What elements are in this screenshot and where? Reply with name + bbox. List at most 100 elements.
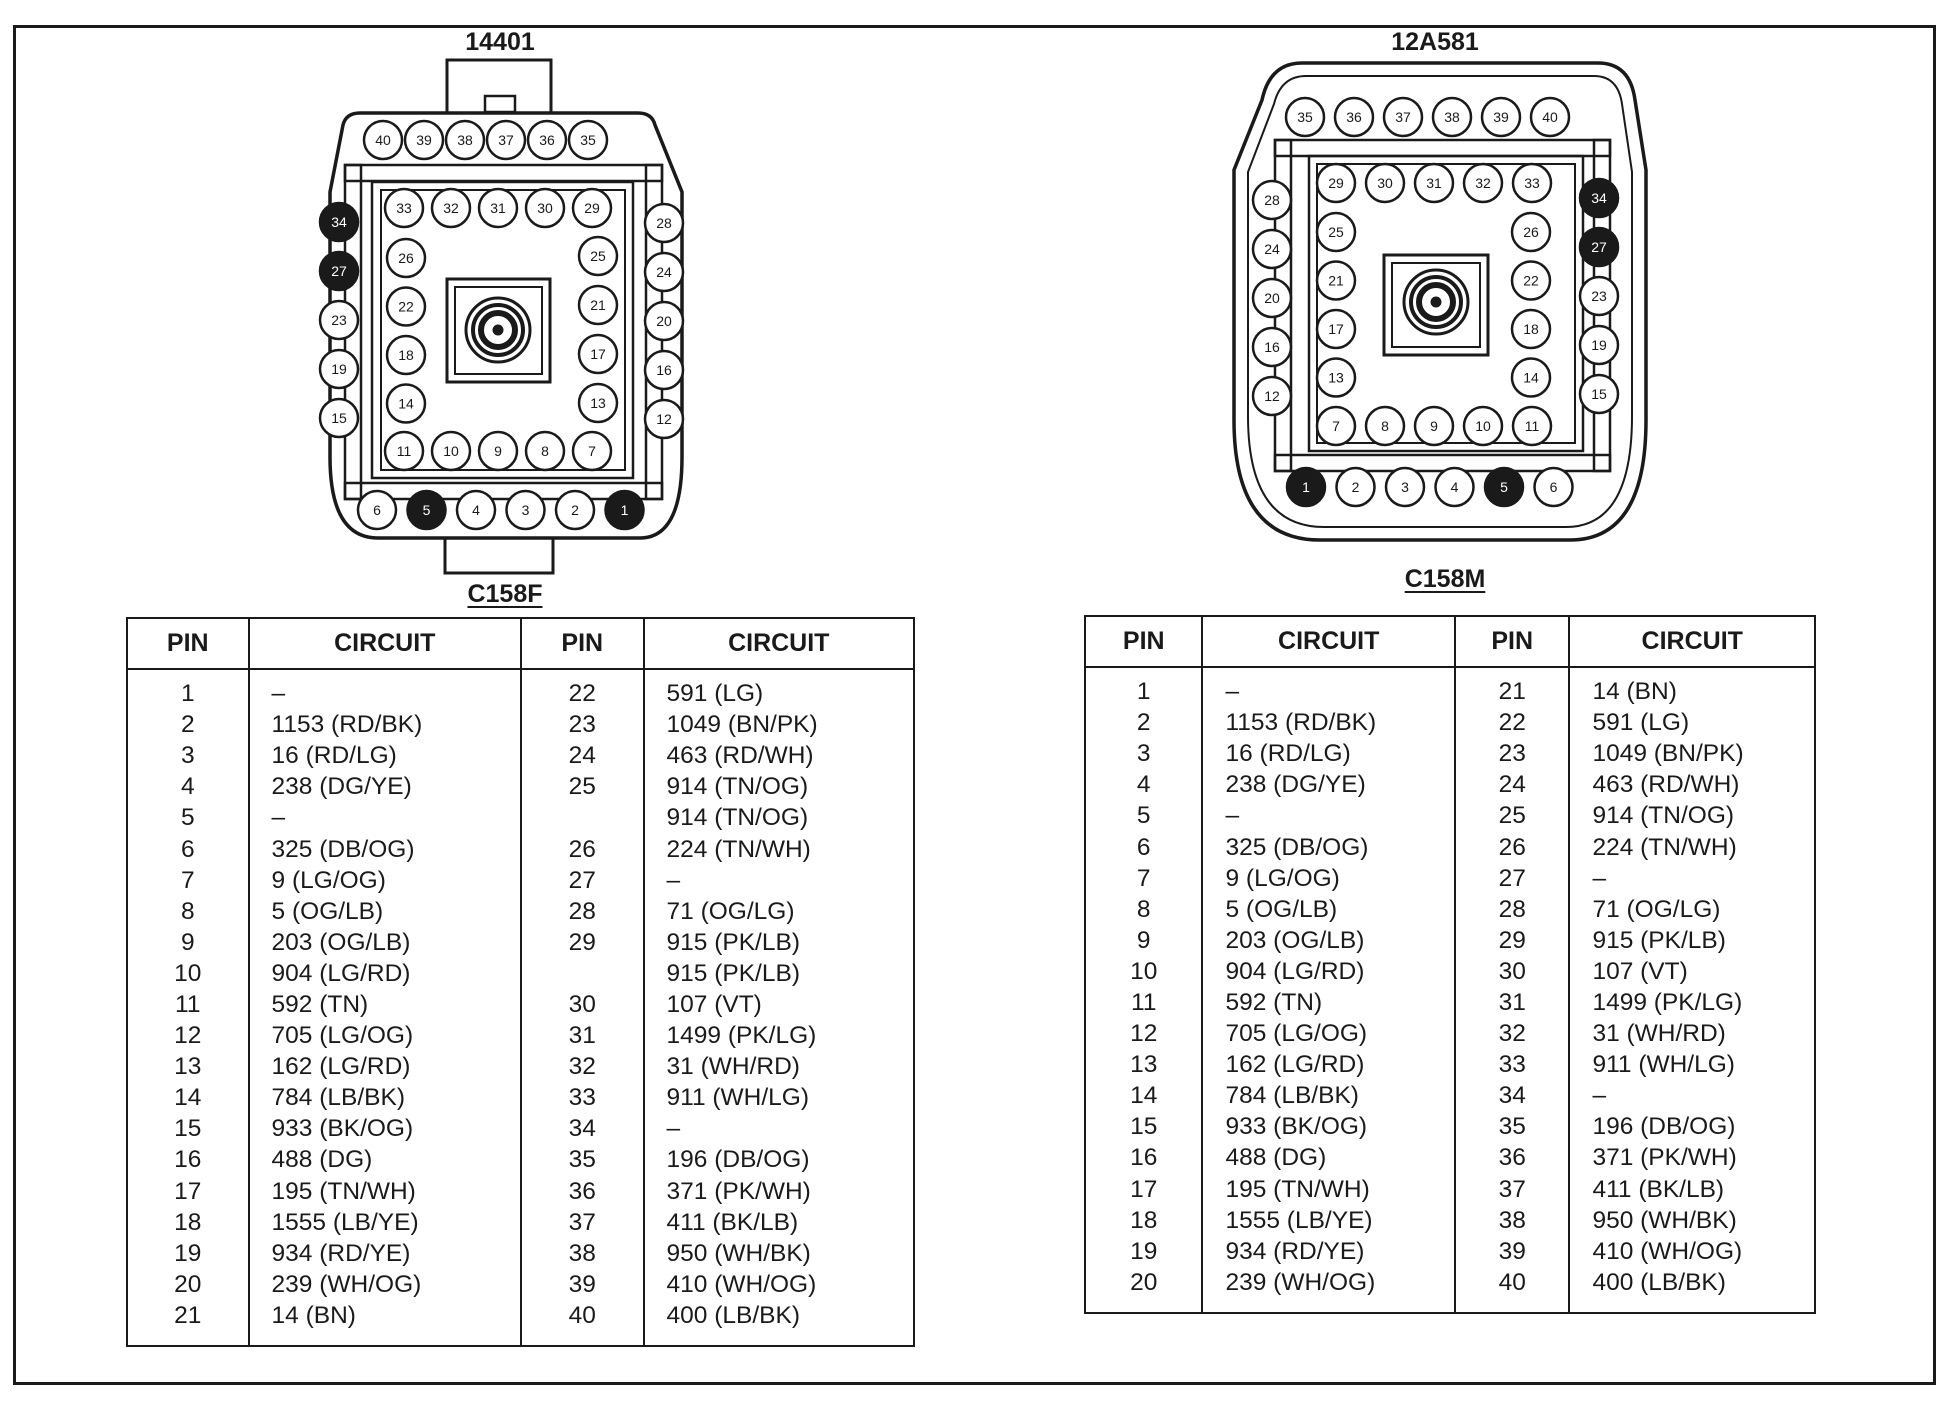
pin-circle: [1480, 96, 1522, 138]
pin-label: 20: [656, 313, 672, 329]
filled-pin-circle: [1578, 226, 1620, 268]
pin-5: 5: [406, 489, 447, 531]
pin-label: 27: [331, 263, 347, 279]
left-center-key-icon: [464, 296, 532, 364]
pin-cell: 37: [519, 1206, 644, 1238]
filled-pin-circle: [1578, 177, 1620, 219]
left-connector-name: C158F: [467, 580, 543, 608]
pin-cell: [519, 802, 644, 834]
pin-label: 35: [1297, 109, 1313, 125]
pin-label: 15: [331, 410, 347, 426]
pin-7: 7: [1315, 405, 1357, 447]
pin-38: 38: [1431, 96, 1473, 138]
pin-cell: 29: [519, 926, 644, 958]
pin-label: 11: [397, 443, 412, 459]
pin-cell: 13: [174, 1053, 202, 1081]
pin-3: 3: [505, 489, 546, 531]
pin-circle: [485, 119, 527, 161]
pin-circle: [383, 187, 425, 229]
pin-circle: [430, 187, 472, 229]
pin-circle: [1578, 373, 1620, 415]
pin-circle: [1382, 96, 1424, 138]
pin-24: 24: [643, 251, 685, 293]
circuit-cell: 463 (RD/WH): [642, 740, 914, 772]
pin-36: 36: [1333, 96, 1375, 138]
pin-label: 8: [541, 443, 549, 459]
circuit-cell: 904 (LG/RD): [1201, 955, 1455, 987]
pin-circle: [577, 284, 619, 326]
pin-circle: [385, 334, 427, 376]
pin-circle: [524, 187, 566, 229]
pin-23: 23: [318, 299, 360, 341]
pin-label: 24: [656, 264, 672, 280]
pin-circle: [643, 251, 685, 293]
pin-label: 31: [490, 200, 506, 216]
pin-cell: 27: [1453, 862, 1570, 894]
pin-circle: [1335, 466, 1376, 508]
pin-label: 25: [590, 248, 606, 264]
pin-circle: [1434, 466, 1475, 508]
pin-cell: 11: [1131, 988, 1157, 1016]
pin-circle: [1578, 275, 1620, 317]
circuit-cell: 195 (TN/WH): [1201, 1173, 1455, 1205]
circuit-cell: 933 (BK/OG): [247, 1113, 521, 1145]
circuit-cell: 915 (PK/LB): [642, 957, 914, 989]
pin-17: 17: [577, 333, 619, 375]
pin-cell: 7: [1136, 864, 1151, 892]
pin-label: 19: [331, 361, 347, 377]
pin-circle: [505, 489, 546, 531]
circuit-cell: 911 (WH/LG): [642, 1082, 914, 1114]
pin-29: 29: [1315, 162, 1357, 204]
pin-39: 39: [403, 119, 445, 161]
circuit-cell: 933 (BK/OG): [1201, 1111, 1455, 1143]
diagram-frame: [13, 25, 1936, 1385]
pin-cell: 25: [1453, 800, 1570, 832]
pin-circle: [1364, 162, 1406, 204]
pin-cell: 1: [1136, 678, 1151, 706]
circuit-cell: 71 (OG/LG): [642, 895, 914, 927]
table-header-row: PIN CIRCUIT PIN CIRCUIT: [127, 618, 914, 670]
circuit-cell: 705 (LG/OG): [1201, 1018, 1455, 1050]
circuit-cell: 488 (DG): [247, 1144, 521, 1176]
pin-cell: 6: [180, 835, 195, 863]
circuit-cell: 107 (VT): [642, 988, 914, 1021]
pin-cell: 34: [1453, 1080, 1570, 1112]
pin-cell: 5: [1136, 802, 1151, 830]
pin-8: 8: [524, 430, 566, 472]
header-circuit: CIRCUIT: [247, 618, 521, 670]
pin-cell: 36: [1453, 1142, 1570, 1174]
pin-circle: [567, 119, 609, 161]
pin-label: 28: [656, 215, 672, 231]
circuit-cell: 224 (TN/WH): [642, 833, 914, 865]
pin-cell: 1: [180, 680, 195, 708]
pin-label: 27: [1591, 239, 1607, 255]
pin-label: 26: [1523, 224, 1539, 240]
pin-label: 9: [494, 443, 502, 459]
pin-12: 12: [643, 398, 685, 440]
pin-circle: [1462, 405, 1504, 447]
pin-circle: [1315, 357, 1357, 398]
pin-cell: 19: [1130, 1237, 1158, 1265]
pin-circle: [356, 489, 398, 531]
pin-20: 20: [1251, 277, 1293, 319]
pin-circle: [1533, 466, 1574, 508]
circuit-cell: –: [247, 802, 521, 834]
circuit-cell: 488 (DG): [1201, 1142, 1455, 1174]
circuit-cell: 1499 (PK/LG): [642, 1020, 914, 1052]
circuit-cell: 325 (DB/OG): [1201, 831, 1455, 863]
pin-8: 8: [1364, 405, 1406, 447]
header-pin: PIN: [1085, 616, 1203, 668]
circuit-cell: 914 (TN/OG): [1568, 800, 1815, 832]
pin-24: 24: [1251, 228, 1293, 270]
